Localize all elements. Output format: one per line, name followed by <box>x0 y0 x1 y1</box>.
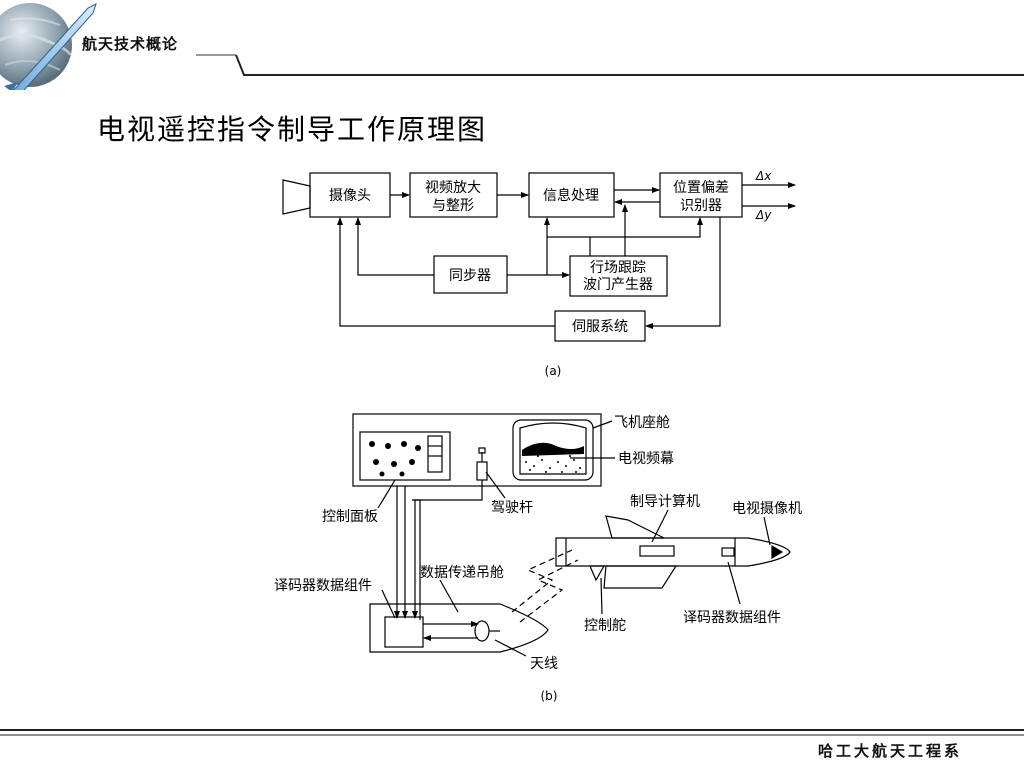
caption-b: (b) <box>541 689 558 703</box>
label-data-pod: 数据传递吊舱 <box>420 565 504 581</box>
label-antenna: 天线 <box>530 656 558 672</box>
block-diagram-a <box>282 172 796 342</box>
camera-lens-icon <box>282 179 311 215</box>
label-joystick: 驾驶杆 <box>491 500 533 516</box>
label-camera: 摄像头 <box>329 188 371 204</box>
label-decoder-left: 译码器数据组件 <box>274 578 372 594</box>
label-gate-generator-1: 行场跟踪 <box>590 260 646 276</box>
header-rule <box>235 54 1024 76</box>
label-cockpit: 飞机座舱 <box>614 415 670 431</box>
cockpit-console <box>352 413 602 487</box>
label-tv-camera: 电视摄像机 <box>732 501 802 517</box>
footer-rule <box>0 729 1024 736</box>
block-labels-a: 摄像头 视频放大 与整形 信息处理 位置偏差 识别器 同步器 行场跟踪 波门产生… <box>329 169 772 378</box>
label-video-amp-2: 与整形 <box>432 198 474 214</box>
label-control-fin: 控制舵 <box>584 618 626 634</box>
decoder-box-left <box>384 616 424 648</box>
missile-body <box>555 537 791 567</box>
label-control-panel: 控制面板 <box>322 509 378 525</box>
label-guidance-computer: 制导计算机 <box>630 494 700 510</box>
page-title: 电视遥控指令制导工作原理图 <box>97 113 488 146</box>
block-gate-generator <box>569 255 668 297</box>
illustration-labels-b: 飞机座舱 电视频幕 控制面板 驾驶杆 制导计算机 电视摄像机 数据传递吊舱 译码… <box>274 415 802 703</box>
control-fin-icon <box>589 565 606 582</box>
rocket-icon <box>4 3 97 90</box>
label-decoder-right: 译码器数据组件 <box>683 610 781 626</box>
screen-noise <box>522 442 584 473</box>
antenna-dish-icon <box>474 620 490 642</box>
panel-knobs <box>369 441 421 477</box>
label-gate-generator-2: 波门产生器 <box>583 277 653 293</box>
output-dx: Δx <box>755 169 772 183</box>
course-title: 航天技术概论 <box>82 35 179 53</box>
block-info-processing <box>528 172 615 218</box>
caption-a: (a) <box>545 364 562 378</box>
data-pod-icon <box>369 603 549 653</box>
datalink-path <box>511 549 573 613</box>
label-info-processing: 信息处理 <box>543 187 599 204</box>
globe-logo-icon <box>0 3 72 87</box>
label-position-deviation-2: 识别器 <box>680 198 722 214</box>
label-position-deviation-1: 位置偏差 <box>673 180 729 196</box>
footer-org: 哈工大航天工程系 <box>818 742 963 760</box>
label-sync: 同步器 <box>449 268 491 284</box>
joystick-icon <box>476 461 488 481</box>
control-panel-icon <box>359 431 451 481</box>
label-servo: 伺服系统 <box>572 319 628 335</box>
header-banner <box>0 3 1024 90</box>
label-video-amp-1: 视频放大 <box>425 180 481 196</box>
system-illustration-b <box>352 413 791 657</box>
label-tv-screen: 电视频幕 <box>618 451 674 467</box>
nose-camera-icon <box>771 544 784 560</box>
output-dy: Δy <box>755 208 772 222</box>
tv-screen-icon <box>512 419 594 481</box>
